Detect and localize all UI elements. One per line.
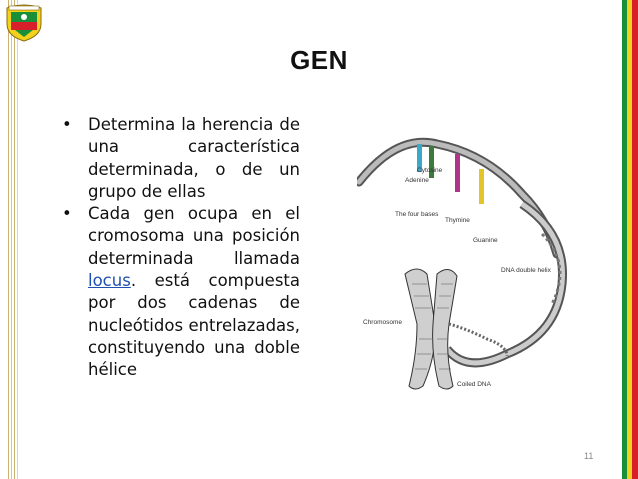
page-number: 11 (584, 451, 594, 461)
label-dna-double-helix: DNA double helix (501, 267, 552, 274)
slide-title: GEN (290, 45, 348, 75)
label-cytosine: Cytosine (417, 167, 443, 174)
dna-chromosome-figure: Adenine Cytosine The four bases Thymine … (357, 124, 595, 396)
locus-link[interactable]: locus (88, 271, 131, 291)
label-chromosome: Chromosome (363, 319, 402, 326)
label-four-bases: The four bases (395, 211, 439, 218)
label-guanine: Guanine (473, 237, 498, 244)
bullet-text: Determina la herencia de una característ… (88, 115, 300, 201)
bullet-text: . está compuesta por dos cadenas de nucl… (88, 271, 300, 380)
bullet-list: Determina la herencia de una característ… (60, 114, 300, 382)
label-thymine: Thymine (445, 217, 470, 224)
right-color-bars (622, 0, 638, 479)
bullet-item: Cada gen ocupa en el cromosoma una posic… (60, 203, 300, 381)
left-border-decoration (0, 0, 40, 479)
bullet-text: Cada gen ocupa en el cromosoma una posic… (88, 204, 300, 268)
label-adenine: Adenine (405, 177, 429, 184)
shield-logo-icon (6, 4, 42, 42)
label-coiled-dna: Coiled DNA (457, 381, 492, 388)
bullet-item: Determina la herencia de una característ… (60, 114, 300, 203)
